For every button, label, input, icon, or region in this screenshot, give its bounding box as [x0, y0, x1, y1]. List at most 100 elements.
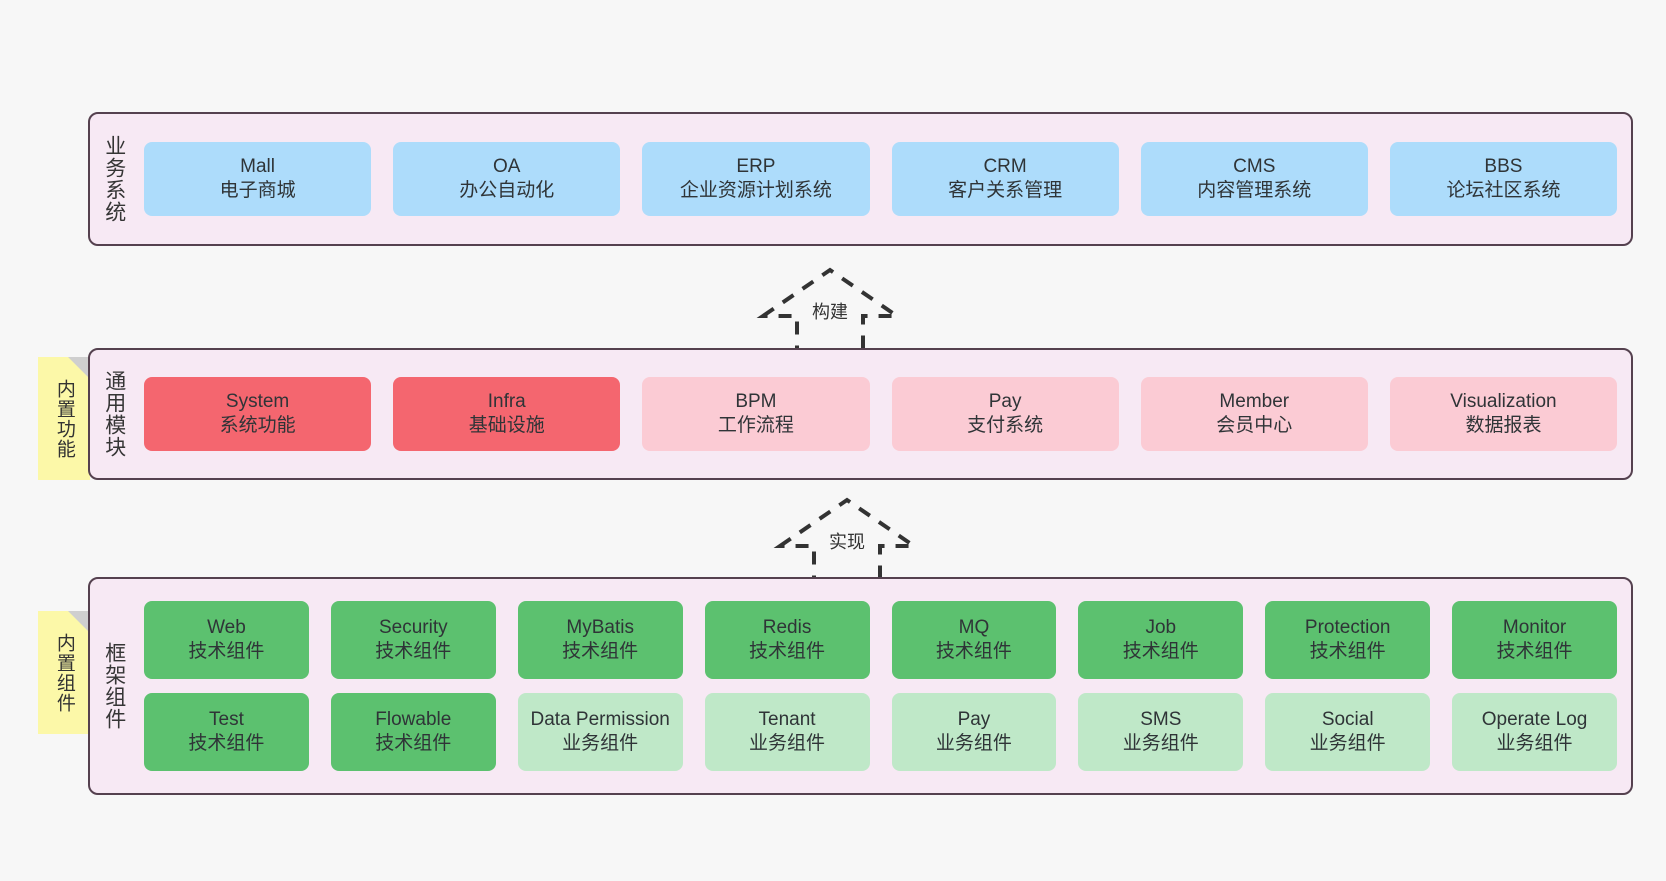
node-mall[interactable]: Mall 电子商城 — [144, 142, 372, 216]
node-subtitle: 技术组件 — [375, 641, 452, 662]
node-subtitle: 工作流程 — [717, 415, 794, 436]
node-subtitle: 业务组件 — [562, 733, 639, 754]
node-subtitle: 技术组件 — [375, 733, 452, 754]
node-title: SMS — [1140, 708, 1182, 730]
node-subtitle: 数据报表 — [1465, 415, 1542, 436]
node-mybatis[interactable]: MyBatis 技术组件 — [517, 601, 683, 679]
node-pay-component[interactable]: Pay 业务组件 — [891, 693, 1057, 771]
node-title: Operate Log — [1481, 708, 1588, 730]
node-title: Web — [207, 616, 246, 638]
node-mq[interactable]: MQ 技术组件 — [891, 601, 1057, 679]
node-title: BPM — [735, 390, 777, 412]
node-title: Job — [1145, 616, 1177, 638]
node-row: System 系统功能 Infra 基础设施 BPM 工作流程 Pay 支付系统… — [144, 377, 1618, 451]
node-system[interactable]: System 系统功能 — [144, 377, 372, 451]
node-subtitle: 技术组件 — [562, 641, 639, 662]
node-security[interactable]: Security 技术组件 — [330, 601, 496, 679]
node-operate-log[interactable]: Operate Log 业务组件 — [1452, 693, 1617, 771]
node-title: System — [225, 390, 290, 412]
node-title: Monitor — [1502, 616, 1567, 638]
dashed-up-arrow-icon — [756, 267, 904, 352]
node-oa[interactable]: OA 办公自动化 — [393, 142, 621, 216]
layer-framework-components[interactable]: 框架组件 Web 技术组件 Security 技术组件 MyBatis 技术组件… — [88, 577, 1633, 795]
connector-build-label: 构建 — [812, 302, 848, 322]
node-row: Web 技术组件 Security 技术组件 MyBatis 技术组件 Redi… — [144, 601, 1617, 679]
node-web[interactable]: Web 技术组件 — [144, 601, 309, 679]
node-title: OA — [493, 155, 521, 177]
node-data-permission[interactable]: Data Permission 业务组件 — [517, 693, 683, 771]
node-subtitle: 内容管理系统 — [1197, 180, 1312, 201]
node-title: Test — [209, 708, 244, 730]
layer-business-systems[interactable]: 业务系统 Mall 电子商城 OA 办公自动化 ERP 企业资源计划系统 CRM… — [88, 112, 1633, 246]
layer-common-modules[interactable]: 通用模块 System 系统功能 Infra 基础设施 BPM 工作流程 Pay… — [88, 348, 1633, 480]
node-bbs[interactable]: BBS 论坛社区系统 — [1389, 142, 1618, 216]
sticky-note-builtin-features[interactable]: 内置功能 — [38, 357, 90, 480]
node-redis[interactable]: Redis 技术组件 — [704, 601, 870, 679]
node-title: Pay — [988, 390, 1022, 412]
layer-body-business: Mall 电子商城 OA 办公自动化 ERP 企业资源计划系统 CRM 客户关系… — [138, 114, 1631, 244]
node-subtitle: 技术组件 — [1309, 641, 1386, 662]
node-subtitle: 业务组件 — [1309, 733, 1386, 754]
node-title: ERP — [736, 155, 776, 177]
node-pay-module[interactable]: Pay 支付系统 — [891, 377, 1119, 451]
node-title: Security — [378, 616, 448, 638]
node-social[interactable]: Social 业务组件 — [1265, 693, 1431, 771]
node-title: Data Permission — [530, 708, 670, 730]
node-subtitle: 技术组件 — [1496, 641, 1573, 662]
node-monitor[interactable]: Monitor 技术组件 — [1452, 601, 1617, 679]
connector-implement-arrow: 实现 — [772, 492, 922, 584]
node-protection[interactable]: Protection 技术组件 — [1265, 601, 1431, 679]
node-flowable[interactable]: Flowable 技术组件 — [330, 693, 496, 771]
node-title: Tenant — [758, 708, 816, 730]
layer-body-framework: Web 技术组件 Security 技术组件 MyBatis 技术组件 Redi… — [138, 579, 1631, 793]
layer-label-business: 业务系统 — [102, 135, 126, 223]
node-subtitle: 基础设施 — [468, 415, 545, 436]
node-title: Redis — [762, 616, 812, 638]
node-subtitle: 论坛社区系统 — [1446, 180, 1561, 201]
node-title: Mall — [240, 155, 275, 177]
node-title: CRM — [983, 155, 1027, 177]
node-crm[interactable]: CRM 客户关系管理 — [891, 142, 1119, 216]
sticky-fold-corner-icon — [68, 357, 90, 379]
node-subtitle: 技术组件 — [749, 641, 826, 662]
sticky-note-label: 内置功能 — [53, 378, 75, 459]
node-bpm[interactable]: BPM 工作流程 — [642, 377, 870, 451]
node-subtitle: 业务组件 — [935, 733, 1012, 754]
node-subtitle: 业务组件 — [1122, 733, 1199, 754]
node-cms[interactable]: CMS 内容管理系统 — [1140, 142, 1368, 216]
node-subtitle: 业务组件 — [1496, 733, 1573, 754]
sticky-note-builtin-components[interactable]: 内置组件 — [38, 611, 90, 734]
node-tenant[interactable]: Tenant 业务组件 — [704, 693, 870, 771]
node-title: BBS — [1484, 155, 1523, 177]
node-title: Member — [1219, 390, 1290, 412]
node-subtitle: 系统功能 — [219, 415, 296, 436]
node-subtitle: 技术组件 — [1122, 641, 1199, 662]
node-title: Pay — [957, 708, 991, 730]
connector-build-arrow: 构建 — [755, 262, 905, 354]
layer-label-modules: 通用模块 — [102, 370, 126, 458]
node-subtitle: 电子商城 — [219, 180, 296, 201]
sticky-fold-corner-icon — [68, 611, 90, 633]
node-title: Infra — [487, 390, 526, 412]
layer-body-modules: System 系统功能 Infra 基础设施 BPM 工作流程 Pay 支付系统… — [138, 350, 1631, 478]
node-sms[interactable]: SMS 业务组件 — [1078, 693, 1244, 771]
layer-label-framework: 框架组件 — [102, 642, 126, 730]
node-subtitle: 业务组件 — [749, 733, 826, 754]
node-subtitle: 会员中心 — [1216, 415, 1293, 436]
node-job[interactable]: Job 技术组件 — [1078, 601, 1244, 679]
node-member[interactable]: Member 会员中心 — [1140, 377, 1368, 451]
node-subtitle: 客户关系管理 — [948, 180, 1063, 201]
node-subtitle: 企业资源计划系统 — [679, 180, 832, 201]
node-erp[interactable]: ERP 企业资源计划系统 — [642, 142, 870, 216]
node-visualization[interactable]: Visualization 数据报表 — [1389, 377, 1618, 451]
node-subtitle: 技术组件 — [188, 733, 265, 754]
node-test[interactable]: Test 技术组件 — [144, 693, 309, 771]
connector-implement-label: 实现 — [829, 532, 865, 552]
node-row: Test 技术组件 Flowable 技术组件 Data Permission … — [144, 693, 1617, 771]
node-row: Mall 电子商城 OA 办公自动化 ERP 企业资源计划系统 CRM 客户关系… — [144, 142, 1618, 216]
node-infra[interactable]: Infra 基础设施 — [393, 377, 621, 451]
node-title: MyBatis — [566, 616, 634, 638]
node-subtitle: 技术组件 — [188, 641, 265, 662]
node-title: MQ — [958, 616, 990, 638]
